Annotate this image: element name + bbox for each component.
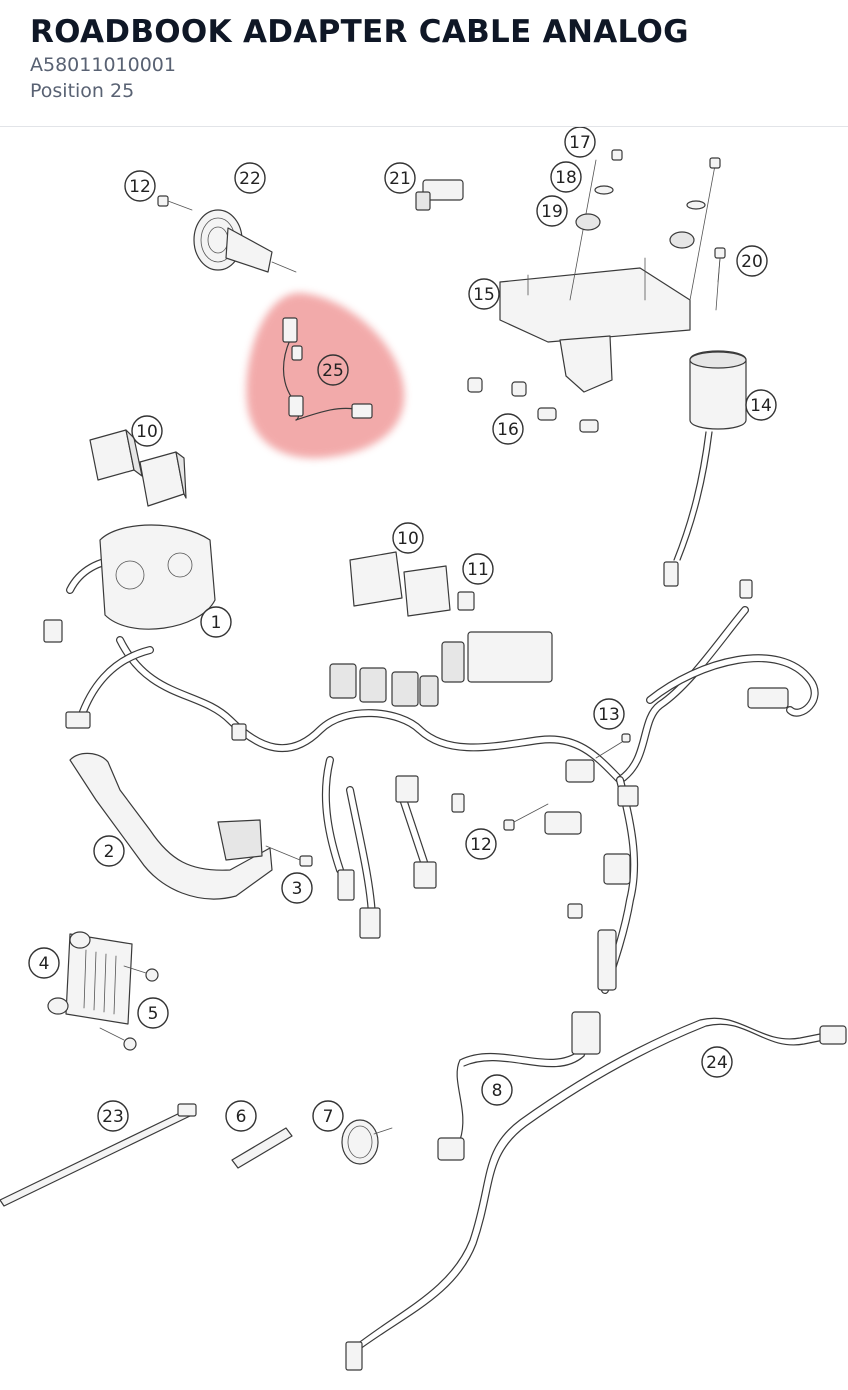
callout-label: 17 [569, 133, 591, 153]
part-5-screws[interactable] [99, 965, 159, 1051]
callout-label: 16 [497, 420, 519, 440]
page-title: ROADBOOK ADAPTER CABLE ANALOG [30, 14, 689, 50]
part-21-connector[interactable] [415, 179, 464, 211]
callout-17[interactable]: 17 [564, 127, 596, 158]
callout-label: 2 [104, 842, 115, 862]
callout-20[interactable]: 20 [736, 245, 768, 277]
part-16-dampers[interactable] [467, 377, 599, 433]
part-20-screw[interactable] [714, 247, 726, 283]
part-25-adapter-cable[interactable] [282, 317, 373, 421]
callout-21[interactable]: 21 [384, 162, 416, 194]
callout-1[interactable]: 1 [200, 606, 232, 638]
callout-label: 11 [467, 560, 489, 580]
callout-11[interactable]: 11 [462, 553, 494, 585]
callout-16[interactable]: 16 [492, 413, 524, 445]
callout-label: 3 [292, 879, 303, 899]
callout-label: 5 [148, 1004, 159, 1024]
callout-label: 4 [39, 954, 50, 974]
callout-5[interactable]: 5 [137, 997, 169, 1029]
part-number: A58011010001 [30, 54, 176, 76]
part-22-horn[interactable] [193, 209, 297, 273]
callout-13[interactable]: 13 [593, 698, 625, 730]
callout-label: 18 [555, 168, 577, 188]
part-24-long-cable[interactable] [345, 1017, 847, 1371]
callout-label: 21 [389, 169, 411, 189]
part-6-clip[interactable] [231, 1127, 293, 1169]
callout-12-center[interactable]: 12 [465, 828, 497, 860]
callout-19[interactable]: 19 [536, 195, 568, 227]
part-13-screw[interactable] [595, 733, 631, 759]
callout-label: 20 [741, 252, 763, 272]
callout-23[interactable]: 23 [97, 1100, 129, 1132]
part-15-bracket[interactable] [499, 257, 721, 393]
callout-22[interactable]: 22 [234, 162, 266, 194]
callout-label: 12 [129, 177, 151, 197]
callout-label: 10 [397, 529, 419, 549]
callout-label: 10 [136, 422, 158, 442]
part-8-cable[interactable] [437, 1011, 601, 1161]
callout-label: 25 [322, 361, 344, 381]
callout-label: 1 [211, 613, 222, 633]
part-12-screw-center[interactable] [503, 803, 549, 831]
callout-12-top[interactable]: 12 [124, 170, 156, 202]
callout-6[interactable]: 6 [225, 1100, 257, 1132]
callout-25[interactable]: 25 [317, 354, 349, 386]
part-12-screw-top[interactable] [157, 195, 193, 211]
callout-2[interactable]: 2 [93, 835, 125, 867]
callout-label: 23 [102, 1107, 124, 1127]
part-2-bracket[interactable] [69, 752, 273, 900]
callout-label: 6 [236, 1107, 247, 1127]
part-11-fuse[interactable] [457, 591, 475, 611]
callout-3[interactable]: 3 [281, 872, 313, 904]
page-header: ROADBOOK ADAPTER CABLE ANALOG A580110100… [0, 0, 848, 127]
callout-14[interactable]: 14 [745, 389, 777, 421]
callout-8[interactable]: 8 [481, 1074, 513, 1106]
parts-17-18-19-hardware[interactable] [569, 149, 721, 301]
callout-label: 15 [473, 285, 495, 305]
part-3-screw[interactable] [265, 845, 313, 867]
callout-label: 19 [541, 202, 563, 222]
callout-label: 7 [323, 1107, 334, 1127]
callout-label: 8 [492, 1081, 503, 1101]
callout-10-left[interactable]: 10 [131, 415, 163, 447]
exploded-parts-diagram: 17 18 12 22 21 19 20 15 25 14 16 10 10 1… [0, 127, 847, 1371]
callout-label: 13 [598, 705, 620, 725]
callout-15[interactable]: 15 [468, 278, 500, 310]
callout-4[interactable]: 4 [28, 947, 60, 979]
part-10-relays-center[interactable] [349, 551, 451, 617]
position-label: Position 25 [30, 80, 135, 102]
callout-label: 12 [470, 835, 492, 855]
callout-label: 14 [750, 396, 772, 416]
part-14-sensor[interactable] [663, 350, 747, 587]
part-23-cable-tie[interactable] [0, 1103, 197, 1207]
part-4-regulator[interactable] [47, 931, 133, 1025]
part-1-main-harness[interactable] [43, 524, 819, 994]
callout-7[interactable]: 7 [312, 1100, 344, 1132]
callout-label: 22 [239, 169, 261, 189]
part-7-tie-wrap[interactable] [341, 1119, 393, 1165]
callout-24[interactable]: 24 [701, 1046, 733, 1078]
callout-10-center[interactable]: 10 [392, 522, 424, 554]
callout-18[interactable]: 18 [550, 161, 582, 193]
part-10-relays-left[interactable] [89, 429, 187, 507]
callout-label: 24 [706, 1053, 728, 1073]
